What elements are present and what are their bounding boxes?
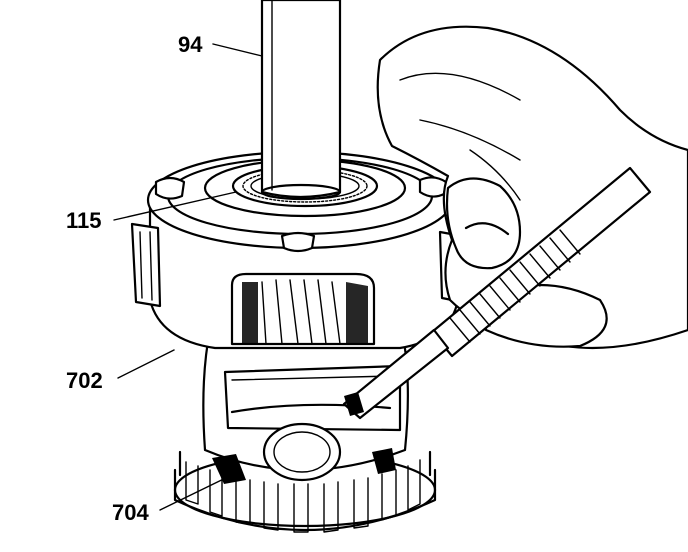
hand-with-pick: [342, 25, 688, 420]
lower-hub: [202, 328, 409, 484]
callout-704: 704: [112, 500, 149, 525]
callout-labels: 94 115 702 704: [66, 32, 203, 525]
leader-lines: [113, 43, 263, 511]
callout-115: 115: [66, 208, 102, 233]
callout-94: 94: [178, 32, 203, 57]
shaft: [260, 0, 342, 201]
callout-702: 702: [66, 368, 103, 393]
